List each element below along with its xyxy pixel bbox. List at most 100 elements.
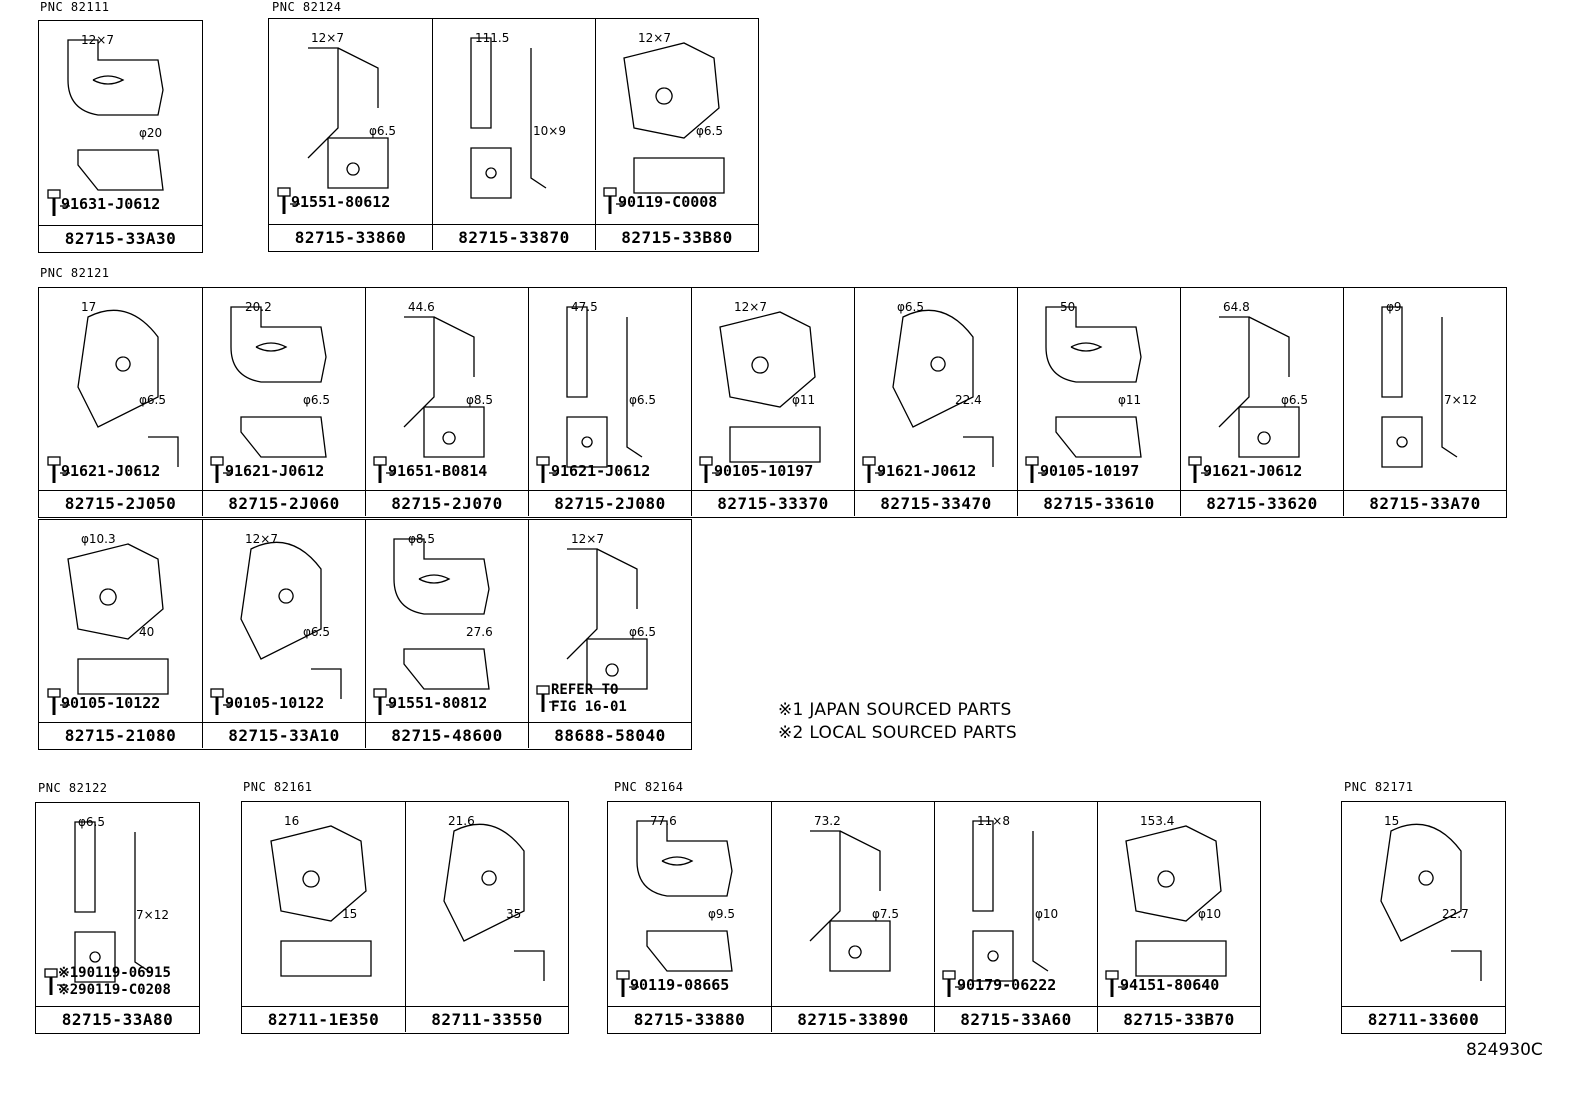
dimension-label: φ10 xyxy=(1035,907,1059,921)
part-number[interactable]: 82715-33890 xyxy=(772,1006,934,1032)
part-number[interactable]: 82715-2J060 xyxy=(203,490,365,516)
part-number[interactable]: 82715-21080 xyxy=(39,722,202,748)
bracket-outline xyxy=(470,37,547,199)
dimension-label: φ6.5 xyxy=(369,124,396,138)
bolt-icon xyxy=(699,456,722,483)
fastener-part-number[interactable]: 90105-10122 xyxy=(61,694,160,712)
fastener-part-number[interactable]: 91551-80812 xyxy=(388,694,487,712)
part-number[interactable]: 82715-2J070 xyxy=(366,490,528,516)
parts-group-box: 82715-33860 12×7 φ6.5 91551-80612 82715-3387… xyxy=(268,18,759,252)
part-cell: 82715-33A10 12×7 φ6.5 90105-10122 xyxy=(202,520,365,748)
dimension-label: φ6.5 xyxy=(1281,393,1308,407)
bolt-icon xyxy=(47,189,70,216)
part-number[interactable]: 82715-33470 xyxy=(855,490,1017,516)
dimension-label: φ20 xyxy=(139,126,163,140)
part-number[interactable]: 82715-33A70 xyxy=(1344,490,1506,516)
fastener-part-number[interactable]: 90179-06222 xyxy=(957,976,1056,994)
part-number[interactable]: 82715-33870 xyxy=(433,224,595,250)
bracket-outline xyxy=(1218,316,1300,458)
part-number[interactable]: 82715-48600 xyxy=(366,722,528,748)
fastener-line: 90105-10197 xyxy=(714,462,814,480)
pnc-label: PNC 82124 xyxy=(272,0,342,14)
dimension-label: 44.6 xyxy=(408,300,435,314)
part-number[interactable]: 82711-33600 xyxy=(1342,1006,1505,1032)
fastener-line: 91621-J0612 xyxy=(877,462,977,480)
dimension-label: 17 xyxy=(81,300,97,314)
bracket-outline xyxy=(403,316,485,458)
part-number[interactable]: 82715-33B70 xyxy=(1098,1006,1260,1032)
part-number[interactable]: 82715-33A60 xyxy=(935,1006,1097,1032)
bracket-outline xyxy=(809,830,891,972)
dimension-label: 50 xyxy=(1060,300,1076,314)
dimension-label: φ8.5 xyxy=(408,532,435,546)
part-number[interactable]: 82715-33A80 xyxy=(36,1006,199,1032)
dimension-label: 64.8 xyxy=(1223,300,1250,314)
pnc-label: PNC 82164 xyxy=(614,780,684,794)
fastener-part-number[interactable]: 91551-80612 xyxy=(291,193,390,211)
fastener-part-number[interactable]: 90105-10197 xyxy=(714,462,813,480)
dimension-label: 153.4 xyxy=(1140,814,1175,828)
part-number[interactable]: 82715-33620 xyxy=(1181,490,1343,516)
dimension-label: 11×8 xyxy=(977,814,1010,828)
dimension-label: φ6.5 xyxy=(303,625,330,639)
part-number[interactable]: 82715-33860 xyxy=(269,224,432,250)
bracket-outline xyxy=(566,548,648,690)
part-number[interactable]: 82715-2J050 xyxy=(39,490,202,516)
dimension-label: 22.4 xyxy=(955,393,982,407)
bracket-outline xyxy=(240,541,342,699)
fastener-part-number[interactable]: 90119-C0008 xyxy=(618,193,717,211)
fastener-part-number[interactable]: 91621-J0612 xyxy=(877,462,976,480)
fastener-part-number[interactable]: ※190119-06915※290119-C0208 xyxy=(58,965,171,999)
dimension-label: 7×12 xyxy=(1444,393,1477,407)
fastener-part-number[interactable]: 91621-J0612 xyxy=(61,462,160,480)
fastener-line: 94151-80640 xyxy=(1120,976,1220,994)
dimension-label: φ9.5 xyxy=(708,907,735,921)
fastener-line: 91621-J0612 xyxy=(61,462,161,480)
bracket-outline xyxy=(972,820,1049,982)
part-number[interactable]: 82715-33B80 xyxy=(596,224,758,250)
fastener-part-number[interactable]: 91621-J0612 xyxy=(225,462,324,480)
dimension-label: 12×7 xyxy=(638,31,671,45)
part-number[interactable]: 82715-33880 xyxy=(608,1006,771,1032)
bolt-icon xyxy=(1188,456,1211,483)
fastener-part-number[interactable]: 91631-J0612 xyxy=(61,195,160,213)
part-number[interactable]: 88688-58040 xyxy=(529,722,691,748)
dimension-label: 47.5 xyxy=(571,300,598,314)
part-number[interactable]: 82711-1E350 xyxy=(242,1006,405,1032)
bracket-outline xyxy=(443,823,545,981)
fastener-part-number[interactable]: 91651-B0814 xyxy=(388,462,487,480)
fastener-part-number[interactable]: 90105-10197 xyxy=(1040,462,1139,480)
dimension-label: 10×9 xyxy=(533,124,566,138)
fastener-line: 91631-J0612 xyxy=(61,195,161,213)
sourcing-note: ※2 LOCAL SOURCED PARTS xyxy=(778,723,1017,743)
part-number[interactable]: 82715-2J080 xyxy=(529,490,691,516)
fastener-part-number[interactable]: 91621-J0612 xyxy=(1203,462,1302,480)
bracket-outline xyxy=(230,306,327,458)
part-number[interactable]: 82715-33A30 xyxy=(39,225,202,251)
part-number[interactable]: 82715-33370 xyxy=(692,490,854,516)
bracket-outline xyxy=(566,306,643,468)
bracket-outline xyxy=(74,821,151,983)
bracket-outline xyxy=(77,309,179,467)
fastener-part-number[interactable]: 91621-J0612 xyxy=(551,462,650,480)
fastener-line: REFER TO xyxy=(551,682,619,698)
fastener-line: 91551-80612 xyxy=(291,193,391,211)
part-number[interactable]: 82711-33550 xyxy=(406,1006,568,1032)
part-number[interactable]: 82715-33610 xyxy=(1018,490,1180,516)
dimension-label: φ6.5 xyxy=(303,393,330,407)
part-number[interactable]: 82715-33A10 xyxy=(203,722,365,748)
bracket-outline xyxy=(636,820,733,972)
fastener-line: 90179-06222 xyxy=(957,976,1057,994)
fastener-part-number[interactable]: 90105-10122 xyxy=(225,694,324,712)
fastener-line: ※290119-C0208 xyxy=(58,982,171,998)
fastener-part-number[interactable]: 90119-08665 xyxy=(630,976,729,994)
dimension-label: 12×7 xyxy=(245,532,278,546)
fastener-part-number[interactable]: 94151-80640 xyxy=(1120,976,1219,994)
